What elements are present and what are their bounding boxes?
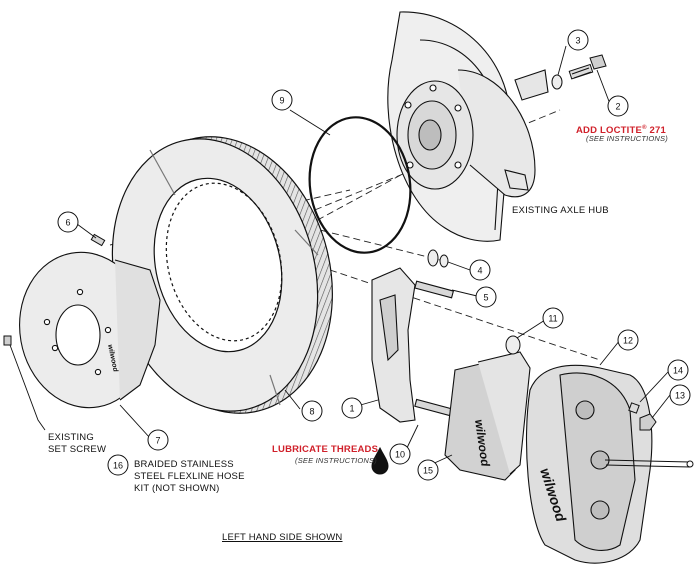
callout-14: 14 <box>667 359 689 381</box>
bracket-part <box>371 267 455 423</box>
svg-text:9: 9 <box>279 96 284 106</box>
lube-drop-icon <box>371 446 389 475</box>
shim-washer-part-2 <box>439 254 449 268</box>
svg-text:16: 16 <box>113 461 123 471</box>
callout-1: 1 <box>341 397 363 419</box>
callout-3: 3 <box>567 29 589 51</box>
svg-text:7: 7 <box>155 436 160 446</box>
caliper-part: wilwood <box>525 364 653 564</box>
caliper-washer-part <box>505 335 521 355</box>
rotor-hat-part <box>19 251 161 409</box>
hose-note-line3: KIT (NOT SHOWN) <box>134 483 220 494</box>
svg-text:11: 11 <box>548 314 557 324</box>
svg-text:10: 10 <box>395 450 405 460</box>
callout-2: 2 <box>607 95 629 117</box>
svg-text:12: 12 <box>623 336 633 346</box>
callout-16: 16 <box>107 454 129 476</box>
callout-10: 10 <box>389 443 411 465</box>
shim-washer-part <box>427 249 439 267</box>
svg-text:4: 4 <box>477 266 482 276</box>
callout-5: 5 <box>475 286 497 308</box>
pad-logo: wilwood <box>472 418 493 467</box>
svg-text:5: 5 <box>483 293 488 303</box>
svg-text:8: 8 <box>309 407 314 417</box>
callout-badges: 1 2 3 4 5 6 7 8 9 10 11 12 13 14 15 16 <box>57 29 691 481</box>
lube-subnote: (SEE INSTRUCTIONS) <box>295 456 377 465</box>
svg-text:14: 14 <box>673 366 683 376</box>
hose-note-line2: STEEL FLEXLINE HOSE <box>134 471 245 482</box>
svg-text:13: 13 <box>675 391 685 401</box>
set-screw-label-line2: SET SCREW <box>48 444 107 455</box>
callout-12: 12 <box>617 329 639 351</box>
lube-note: LUBRICATE THREADS <box>272 444 379 455</box>
loctite-subnote: (SEE INSTRUCTIONS) <box>586 134 668 143</box>
callout-11: 11 <box>542 307 564 329</box>
svg-text:3: 3 <box>575 36 580 46</box>
bolt-part <box>568 54 607 80</box>
callout-7: 7 <box>147 429 169 451</box>
callout-15: 15 <box>417 459 439 481</box>
svg-text:6: 6 <box>65 218 70 228</box>
brake-pad-part: wilwood <box>444 351 531 481</box>
callout-13: 13 <box>669 384 691 406</box>
side-shown-label: LEFT HAND SIDE SHOWN <box>222 532 343 543</box>
svg-text:1: 1 <box>349 404 354 414</box>
washer-part <box>551 74 563 90</box>
svg-text:15: 15 <box>423 466 433 476</box>
set-screw-part <box>3 335 12 346</box>
callout-8: 8 <box>301 400 323 422</box>
hose-note-line1: BRAIDED STAINLESS <box>134 459 234 470</box>
axle-hub-part <box>387 11 549 242</box>
set-screw-label-line1: EXISTING <box>48 432 94 443</box>
callout-9: 9 <box>271 89 293 111</box>
loctite-note: ADD LOCTITE® 271 <box>576 125 666 137</box>
o-ring-part <box>308 116 412 254</box>
axle-hub-label: EXISTING AXLE HUB <box>512 205 609 216</box>
callout-4: 4 <box>469 259 491 281</box>
rotor-part <box>111 136 333 414</box>
svg-text:2: 2 <box>615 102 620 112</box>
callout-6: 6 <box>57 211 79 233</box>
